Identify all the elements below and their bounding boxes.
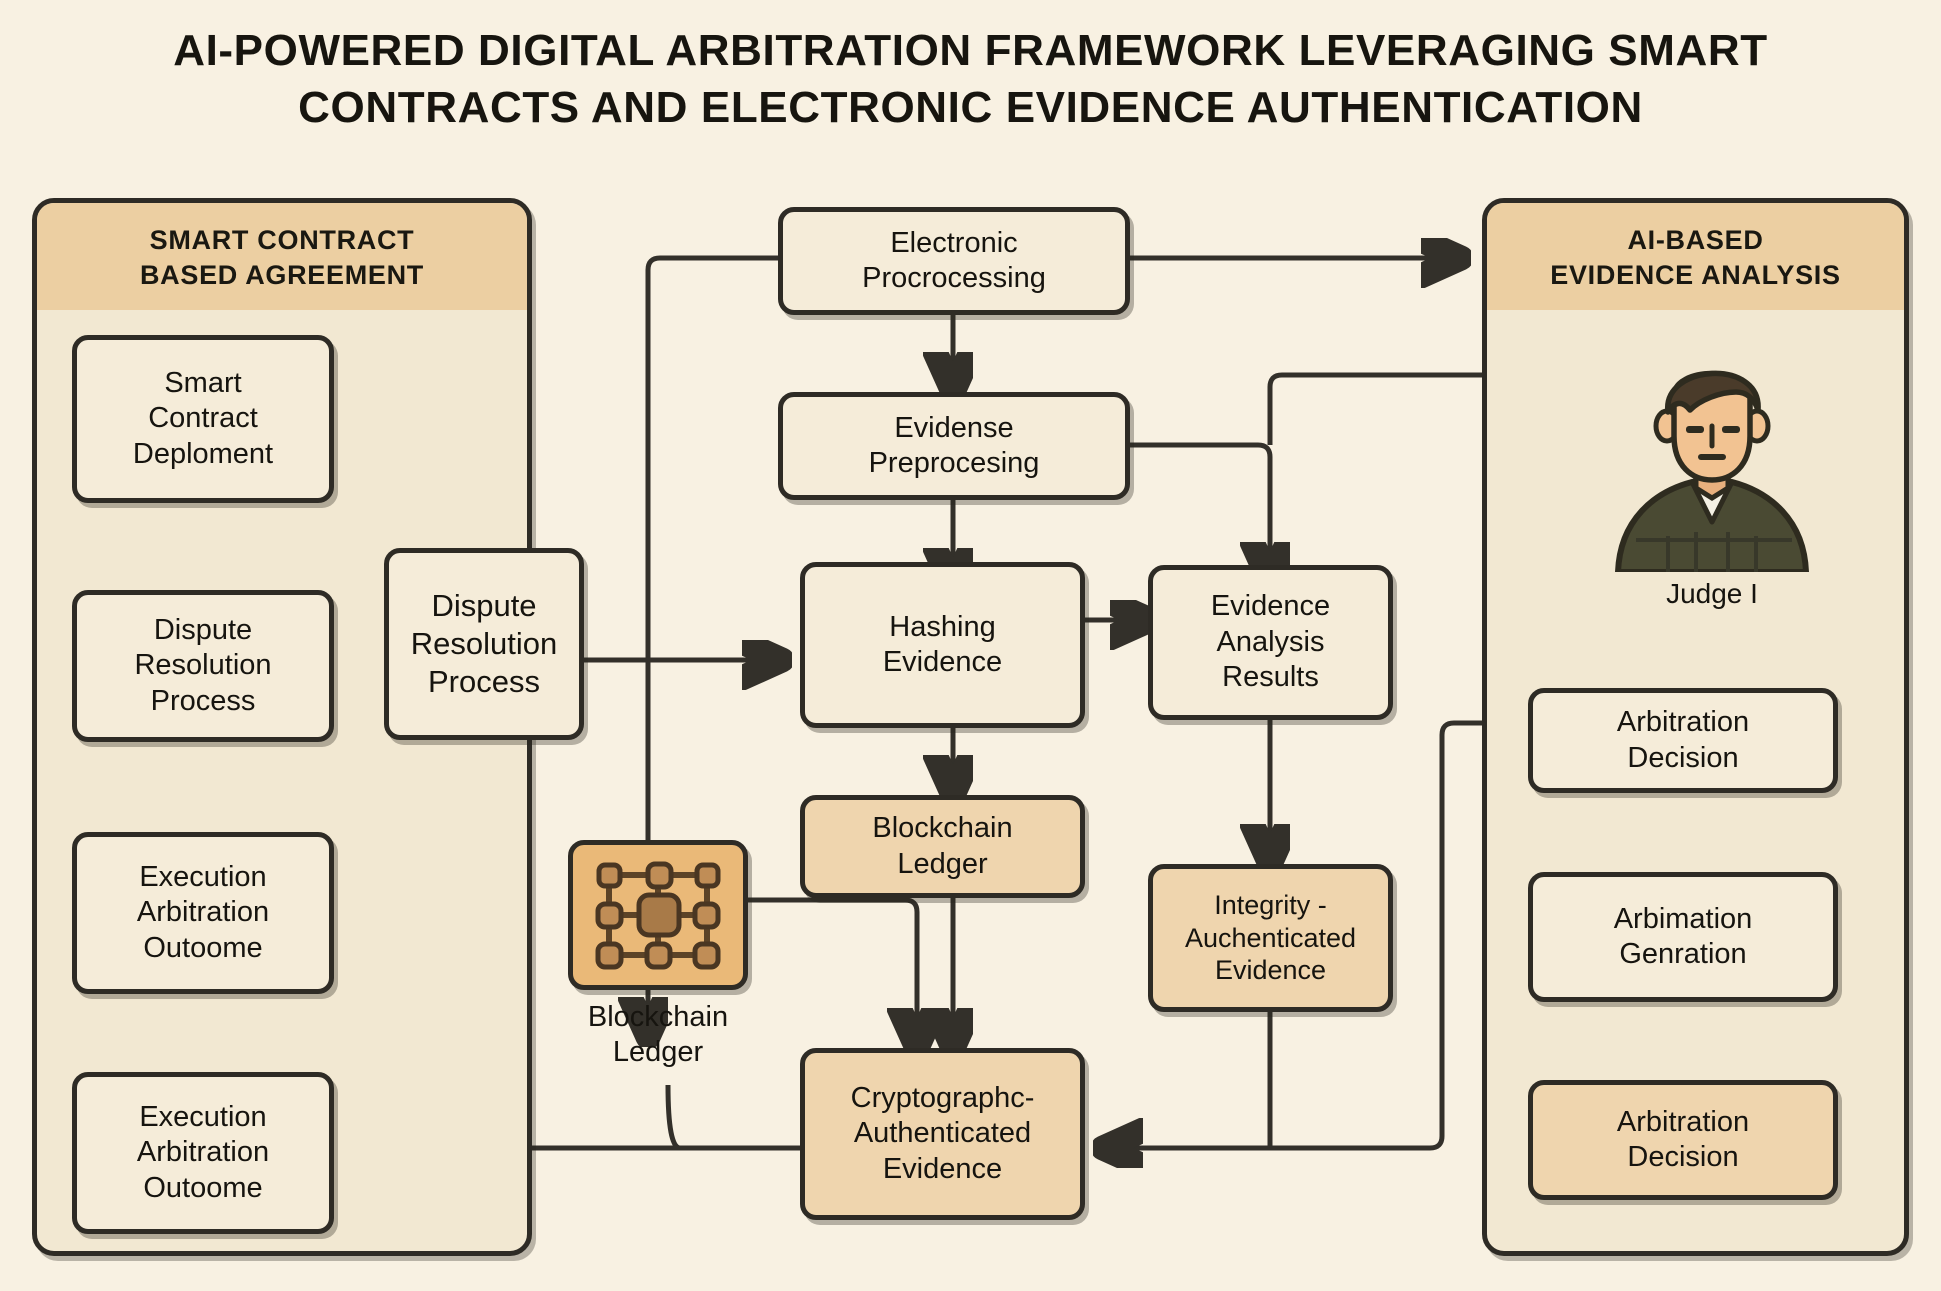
node-label: Dispute Resolution Process [410, 588, 558, 699]
node-hashing-evidence[interactable]: Hashing Evidence [800, 562, 1085, 728]
node-label: Smart Contract Deploment [132, 366, 274, 470]
node-blockchain-ledger[interactable]: Blockchain Ledger [800, 795, 1085, 898]
node-label: Integrity - Auchenticated Evidence [1184, 889, 1357, 986]
blockchain-ledger-icon-tile[interactable] [568, 840, 748, 990]
node-dispute-resolution-process-inner[interactable]: Dispute Resolution Process [72, 590, 334, 742]
node-cryptographic-authenticated-evidence[interactable]: Cryptographc- Authenticated Evidence [800, 1048, 1085, 1220]
node-label: Execution Arbitration Outoome [136, 1100, 270, 1204]
node-label: Cryptographc- Authenticated Evidence [850, 1081, 1035, 1185]
blockchain-ledger-caption: Blockchain Ledger [587, 1001, 729, 1069]
judge-avatar-icon [1615, 370, 1809, 575]
node-arbimation-genration[interactable]: Arbimation Genration [1528, 872, 1838, 1002]
panel-ai-evidence-title: AI-BASED EVIDENCE ANALYSIS [1487, 203, 1904, 311]
judge-avatar [1596, 340, 1828, 575]
node-evidense-preprocesing[interactable]: Evidense Preprocesing [778, 392, 1130, 500]
blockchain-network-icon [595, 861, 721, 970]
node-label: Hashing Evidence [882, 610, 1003, 678]
node-label: Arbimation Genration [1613, 902, 1753, 970]
panel-smart-contract-title: SMART CONTRACT BASED AGREEMENT [37, 203, 527, 311]
node-electronic-procrocessing[interactable]: Electronic Procrocessing [778, 207, 1130, 315]
node-integrity-authenticated-evidence[interactable]: Integrity - Auchenticated Evidence [1148, 864, 1393, 1012]
node-label: Execution Arbitration Outoome [136, 860, 270, 964]
node-label: Dispute Resolution Process [134, 613, 272, 717]
page-title: AI-POWERED DIGITAL ARBITRATION FRAMEWORK… [173, 26, 1768, 133]
node-dispute-resolution-process-outer[interactable]: Dispute Resolution Process [384, 548, 584, 740]
judge-caption: Judge I [1666, 578, 1758, 609]
node-evidence-analysis-results[interactable]: Evidence Analysis Results [1148, 565, 1393, 720]
node-label: Arbitration Decision [1616, 706, 1750, 774]
node-label: Arbitration Decision [1616, 1105, 1750, 1173]
node-label: Evidense Preprocesing [868, 411, 1040, 479]
node-label: Blockchain Ledger [872, 812, 1013, 880]
node-execution-arbitration-outcome-lower[interactable]: Execution Arbitration Outoome [72, 1072, 334, 1234]
node-label: Evidence Analysis Results [1210, 590, 1331, 694]
node-smart-contract-deployment[interactable]: Smart Contract Deploment [72, 335, 334, 503]
node-execution-arbitration-outcome-upper[interactable]: Execution Arbitration Outoome [72, 832, 334, 994]
node-arbitration-decision-final[interactable]: Arbitration Decision [1528, 1080, 1838, 1200]
node-arbitration-decision-1[interactable]: Arbitration Decision [1528, 688, 1838, 793]
node-label: Electronic Procrocessing [862, 226, 1046, 294]
